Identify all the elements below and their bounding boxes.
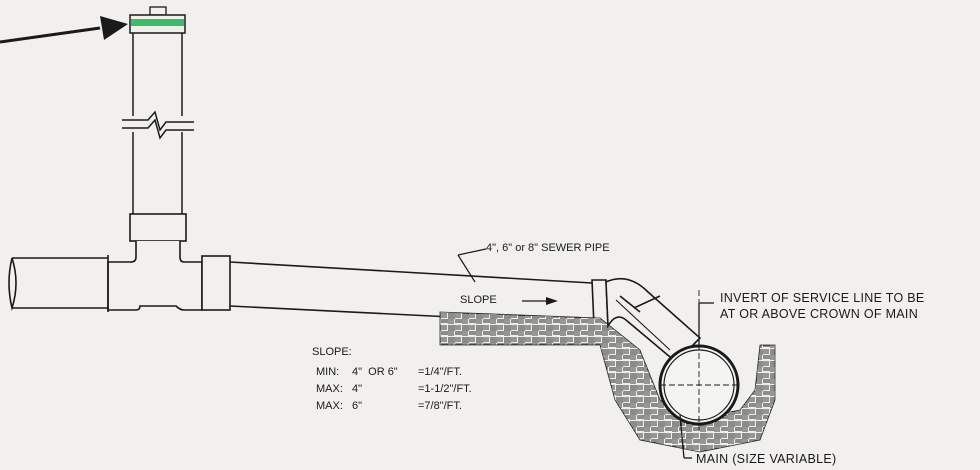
slope-row-value: =1/4"/FT. xyxy=(418,366,462,378)
slope-row-key: MIN: xyxy=(316,366,340,378)
left-sewer-pipe xyxy=(8,255,109,312)
slope-arrow xyxy=(522,297,558,305)
main-leader xyxy=(679,414,692,459)
cap-leader-arrow xyxy=(0,16,128,44)
vertical-riser xyxy=(122,33,194,214)
slope-row-key: MAX: xyxy=(316,400,343,412)
cap-green-band xyxy=(131,19,184,26)
trench-bedding xyxy=(439,311,776,453)
slope-row-size: 4" OR 6" xyxy=(352,366,398,378)
slope-table-heading: SLOPE: xyxy=(312,346,352,358)
break-symbol xyxy=(122,110,194,132)
main-pipe-label: MAIN (SIZE VARIABLE) xyxy=(696,452,837,466)
slope-arrow-label: SLOPE xyxy=(460,294,497,306)
invert-leader xyxy=(698,302,714,348)
lateral-sewer-pipe xyxy=(201,255,609,327)
sewer-pipe-label: 4", 6" or 8" SEWER PIPE xyxy=(486,242,610,254)
slope-row-size: 4" xyxy=(352,383,363,395)
invert-label-line1: INVERT OF SERVICE LINE TO BE xyxy=(720,291,925,305)
slope-row-size: 6" xyxy=(352,400,363,412)
cleanout-cap xyxy=(129,6,186,34)
slope-row-value: =1-1/2"/FT. xyxy=(418,383,472,395)
tee-fitting xyxy=(107,213,203,311)
slope-row-value: =7/8"/FT. xyxy=(418,400,462,412)
sewer-pipe-leader xyxy=(457,248,487,283)
invert-label-line2: AT OR ABOVE CROWN OF MAIN xyxy=(720,307,919,321)
slope-row-key: MAX: xyxy=(316,383,343,395)
